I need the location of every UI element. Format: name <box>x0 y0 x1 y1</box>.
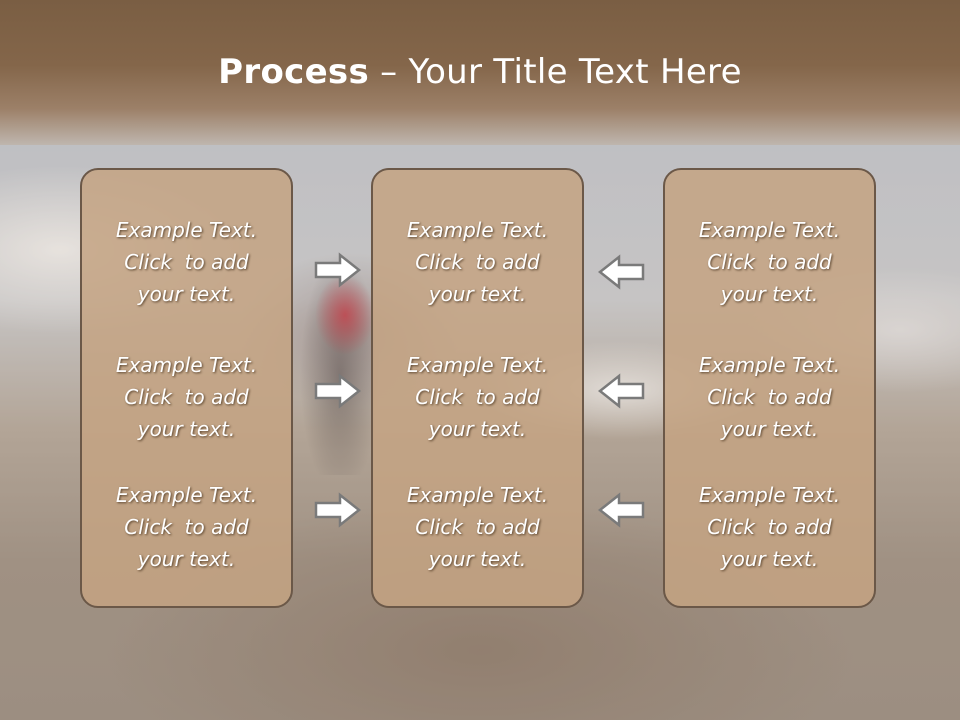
climber-figure <box>300 255 380 475</box>
text-line: Click to add <box>707 385 832 409</box>
arrow-right-icon <box>314 373 362 409</box>
text-line: your text. <box>720 547 819 571</box>
text-line: your text. <box>137 547 236 571</box>
text-line: your text. <box>720 417 819 441</box>
text-line: Example Text. <box>115 483 258 507</box>
text-line: Example Text. <box>698 218 841 242</box>
slide-title[interactable]: Process – Your Title Text Here <box>0 52 960 92</box>
text-line: Click to add <box>124 385 249 409</box>
title-rest: – Your Title Text Here <box>369 52 742 92</box>
text-line: Click to add <box>415 250 540 274</box>
text-line: Click to add <box>707 515 832 539</box>
text-placeholder[interactable]: Example Text. Click to add your text. <box>82 479 291 575</box>
text-line: your text. <box>428 547 527 571</box>
arrow-left-icon <box>597 373 645 409</box>
text-line: Example Text. <box>115 218 258 242</box>
text-line: Click to add <box>415 515 540 539</box>
text-line: Click to add <box>124 515 249 539</box>
text-line: your text. <box>137 417 236 441</box>
panel-center: Example Text. Click to add your text. Ex… <box>371 168 584 608</box>
arrow-left-icon <box>597 492 645 528</box>
text-line: your text. <box>137 282 236 306</box>
text-line: your text. <box>428 282 527 306</box>
text-line: Example Text. <box>115 353 258 377</box>
text-line: Example Text. <box>698 483 841 507</box>
text-line: Example Text. <box>698 353 841 377</box>
arrow-right-icon <box>314 492 362 528</box>
title-bar <box>0 0 960 145</box>
title-bold: Process <box>218 52 370 92</box>
text-placeholder[interactable]: Example Text. Click to add your text. <box>82 214 291 310</box>
text-placeholder[interactable]: Example Text. Click to add your text. <box>373 479 582 575</box>
text-line: your text. <box>720 282 819 306</box>
panel-right: Example Text. Click to add your text. Ex… <box>663 168 876 608</box>
text-line: Click to add <box>415 385 540 409</box>
text-placeholder[interactable]: Example Text. Click to add your text. <box>665 214 874 310</box>
panel-left: Example Text. Click to add your text. Ex… <box>80 168 293 608</box>
text-line: Click to add <box>707 250 832 274</box>
text-placeholder[interactable]: Example Text. Click to add your text. <box>665 349 874 445</box>
text-line: Example Text. <box>406 483 549 507</box>
text-placeholder[interactable]: Example Text. Click to add your text. <box>373 214 582 310</box>
text-placeholder[interactable]: Example Text. Click to add your text. <box>373 349 582 445</box>
arrow-left-icon <box>597 254 645 290</box>
text-placeholder[interactable]: Example Text. Click to add your text. <box>665 479 874 575</box>
text-placeholder[interactable]: Example Text. Click to add your text. <box>82 349 291 445</box>
text-line: Click to add <box>124 250 249 274</box>
text-line: Example Text. <box>406 353 549 377</box>
text-line: Example Text. <box>406 218 549 242</box>
text-line: your text. <box>428 417 527 441</box>
arrow-right-icon <box>314 252 362 288</box>
